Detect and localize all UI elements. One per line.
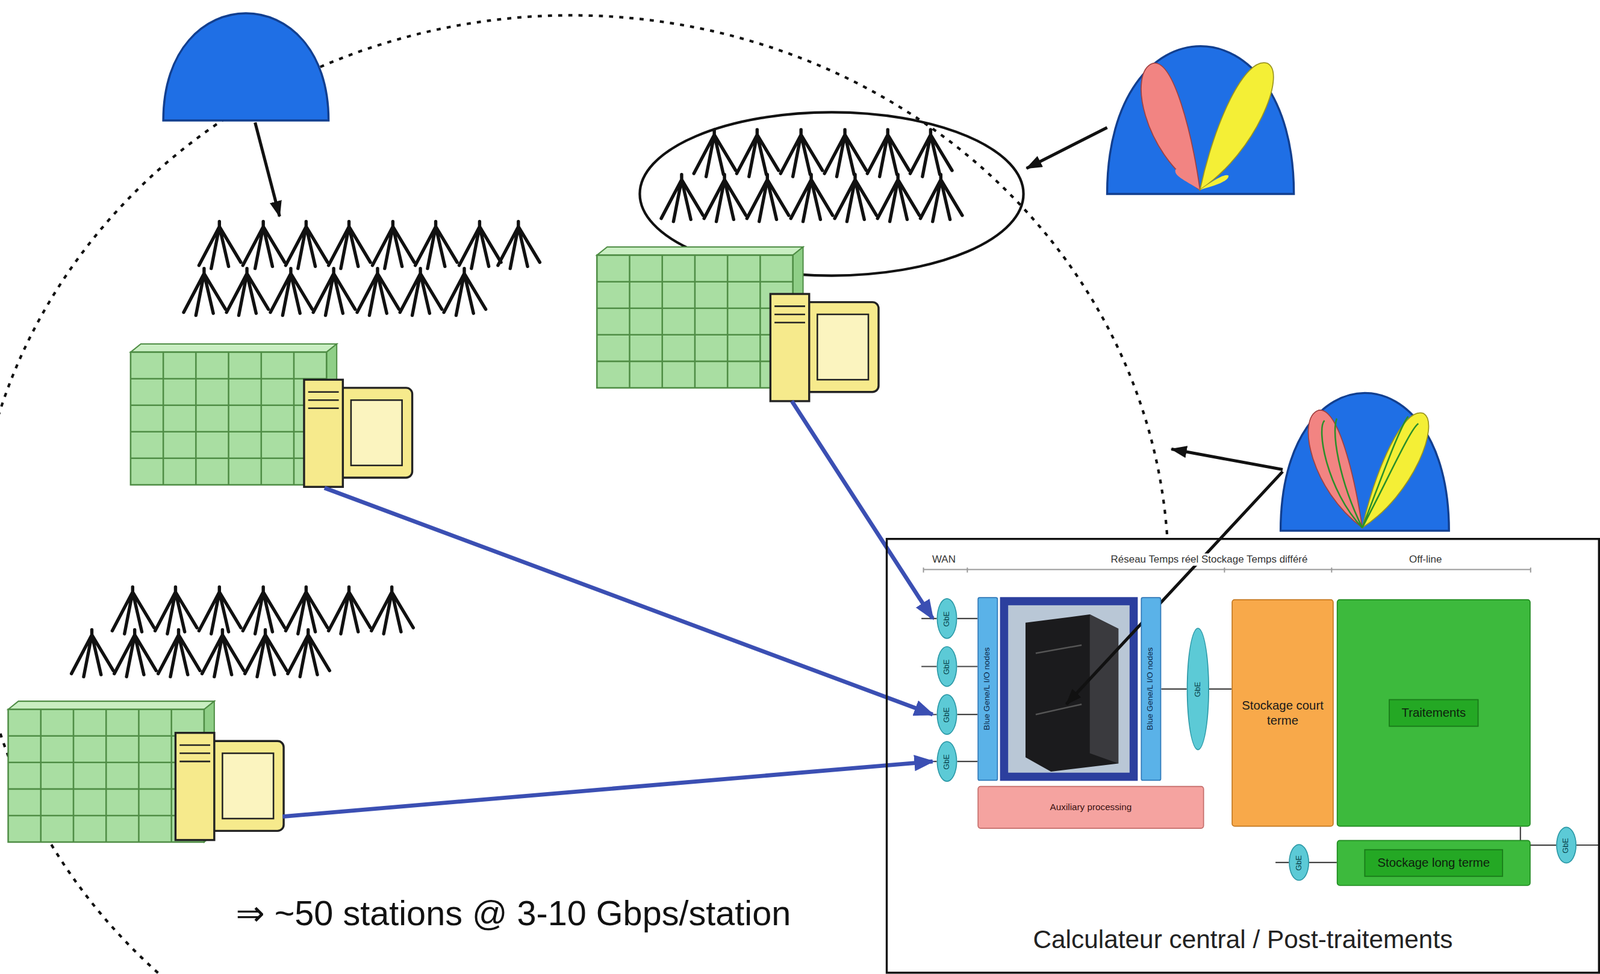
node-label: GbE — [1193, 681, 1203, 697]
header-rule — [923, 567, 1531, 573]
beam-dome — [1107, 46, 1295, 194]
node-label: GbE — [1561, 837, 1571, 853]
io-node-bar: Blue Gene/L I/O nodes — [977, 596, 998, 781]
process-box: Traitements — [1336, 599, 1531, 827]
storage-box: Stockage court terme — [1231, 599, 1334, 827]
node-label: Blue Gene/L I/O nodes — [1145, 647, 1156, 730]
antenna-field — [661, 129, 963, 222]
node-label: GbE — [942, 706, 952, 722]
beam-arrow — [1026, 127, 1108, 169]
node-label: Stockage court terme — [1239, 697, 1326, 728]
system-frame: Calculateur central / Post-traitements Bl… — [885, 537, 1600, 974]
beam-arrow — [1171, 449, 1283, 470]
antenna-field — [183, 221, 540, 316]
header-label: WAN — [930, 553, 959, 565]
node-label: GbE — [942, 753, 952, 769]
link-line — [1309, 861, 1337, 863]
node-label: Calculateur central / Post-traitements — [887, 923, 1598, 955]
link-line — [1161, 688, 1187, 690]
io-node-bar: Blue Gene/L I/O nodes — [1140, 596, 1162, 781]
gbe-switch: GbE — [1288, 843, 1310, 881]
link-line — [956, 665, 978, 667]
gbe-switch: GbE — [936, 693, 958, 735]
station-computer — [304, 379, 413, 487]
supercomputer-picture — [1000, 596, 1139, 781]
header-label: Off-line — [1407, 553, 1445, 565]
link-line — [956, 617, 978, 620]
gbe-switch: GbE — [1556, 826, 1577, 864]
data-link-arrow — [282, 761, 933, 817]
header-label: Réseau Temps réel Stockage Temps différé — [1108, 553, 1310, 565]
station-computer — [175, 732, 284, 841]
process-box: Stockage long terme — [1336, 840, 1531, 886]
gbe-switch: GbE — [936, 646, 958, 688]
antenna-field — [71, 586, 414, 677]
node-label: GbE — [942, 610, 952, 626]
node-label: Traitements — [1388, 699, 1479, 727]
station-count-note: ⇒ ~50 stations @ 3-10 Gbps/station — [233, 893, 794, 933]
node-label: GbE — [942, 658, 952, 674]
node-label: Blue Gene/L I/O nodes — [982, 647, 993, 730]
node-label: GbE — [1294, 854, 1304, 870]
node-label: Auxiliary processing — [1050, 801, 1133, 813]
beam-dome — [1280, 392, 1450, 531]
beam-arrow — [255, 122, 281, 217]
station-computer — [770, 293, 879, 402]
gbe-switch: GbE — [1186, 627, 1210, 750]
beam-dome — [163, 13, 329, 121]
link-line — [956, 713, 978, 715]
link-line — [1209, 688, 1232, 690]
data-link-arrow — [791, 401, 933, 619]
data-link-arrow — [324, 487, 933, 715]
gbe-switch: GbE — [936, 740, 958, 782]
processing-band: Auxiliary processing — [977, 785, 1204, 829]
node-label: Stockage long terme — [1364, 849, 1504, 877]
gbe-switch: GbE — [936, 597, 958, 639]
central-ground — [885, 537, 1600, 974]
link-line — [956, 760, 978, 762]
